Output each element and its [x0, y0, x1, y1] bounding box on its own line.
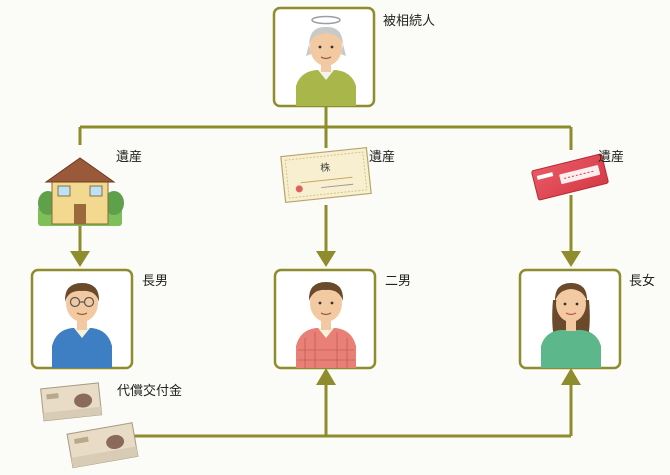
arrow-down-eldest-daughter: [561, 251, 581, 267]
bank-passbook-icon: [531, 153, 609, 201]
young-man-icon: [296, 282, 356, 368]
stock-certificate-icon: 株: [280, 146, 372, 204]
arrow-up-eldest-daughter: [561, 368, 581, 385]
connector-lines: [78, 106, 573, 438]
certificate-text: 株: [320, 161, 331, 175]
estate-label-3: 遺産: [598, 150, 625, 165]
woman-icon: [541, 283, 601, 368]
arrow-down-eldest-son: [70, 251, 90, 267]
banknote-bundle-icon: [40, 382, 139, 469]
eldest-daughter-box: [518, 268, 622, 370]
eldest-son-box: [30, 268, 134, 370]
arrow-down-second-son: [316, 251, 336, 267]
arrow-heads: [70, 251, 581, 385]
house-icon: [38, 157, 124, 226]
compensation-label: 代償交付金: [117, 384, 183, 399]
estate-label-2: 遺産: [369, 150, 396, 165]
second-son-box: [273, 268, 377, 370]
decedent-label: 被相続人: [383, 14, 436, 29]
second-son-label: 二男: [385, 274, 412, 289]
eldest-son-label: 長男: [142, 274, 169, 289]
man-with-glasses-icon: [52, 283, 112, 368]
eldest-daughter-label: 長女: [629, 274, 656, 289]
arrow-up-second-son: [316, 368, 336, 385]
decedent-box: [272, 6, 376, 108]
elderly-man-icon: [296, 15, 356, 106]
estate-label-1: 遺産: [116, 150, 143, 165]
